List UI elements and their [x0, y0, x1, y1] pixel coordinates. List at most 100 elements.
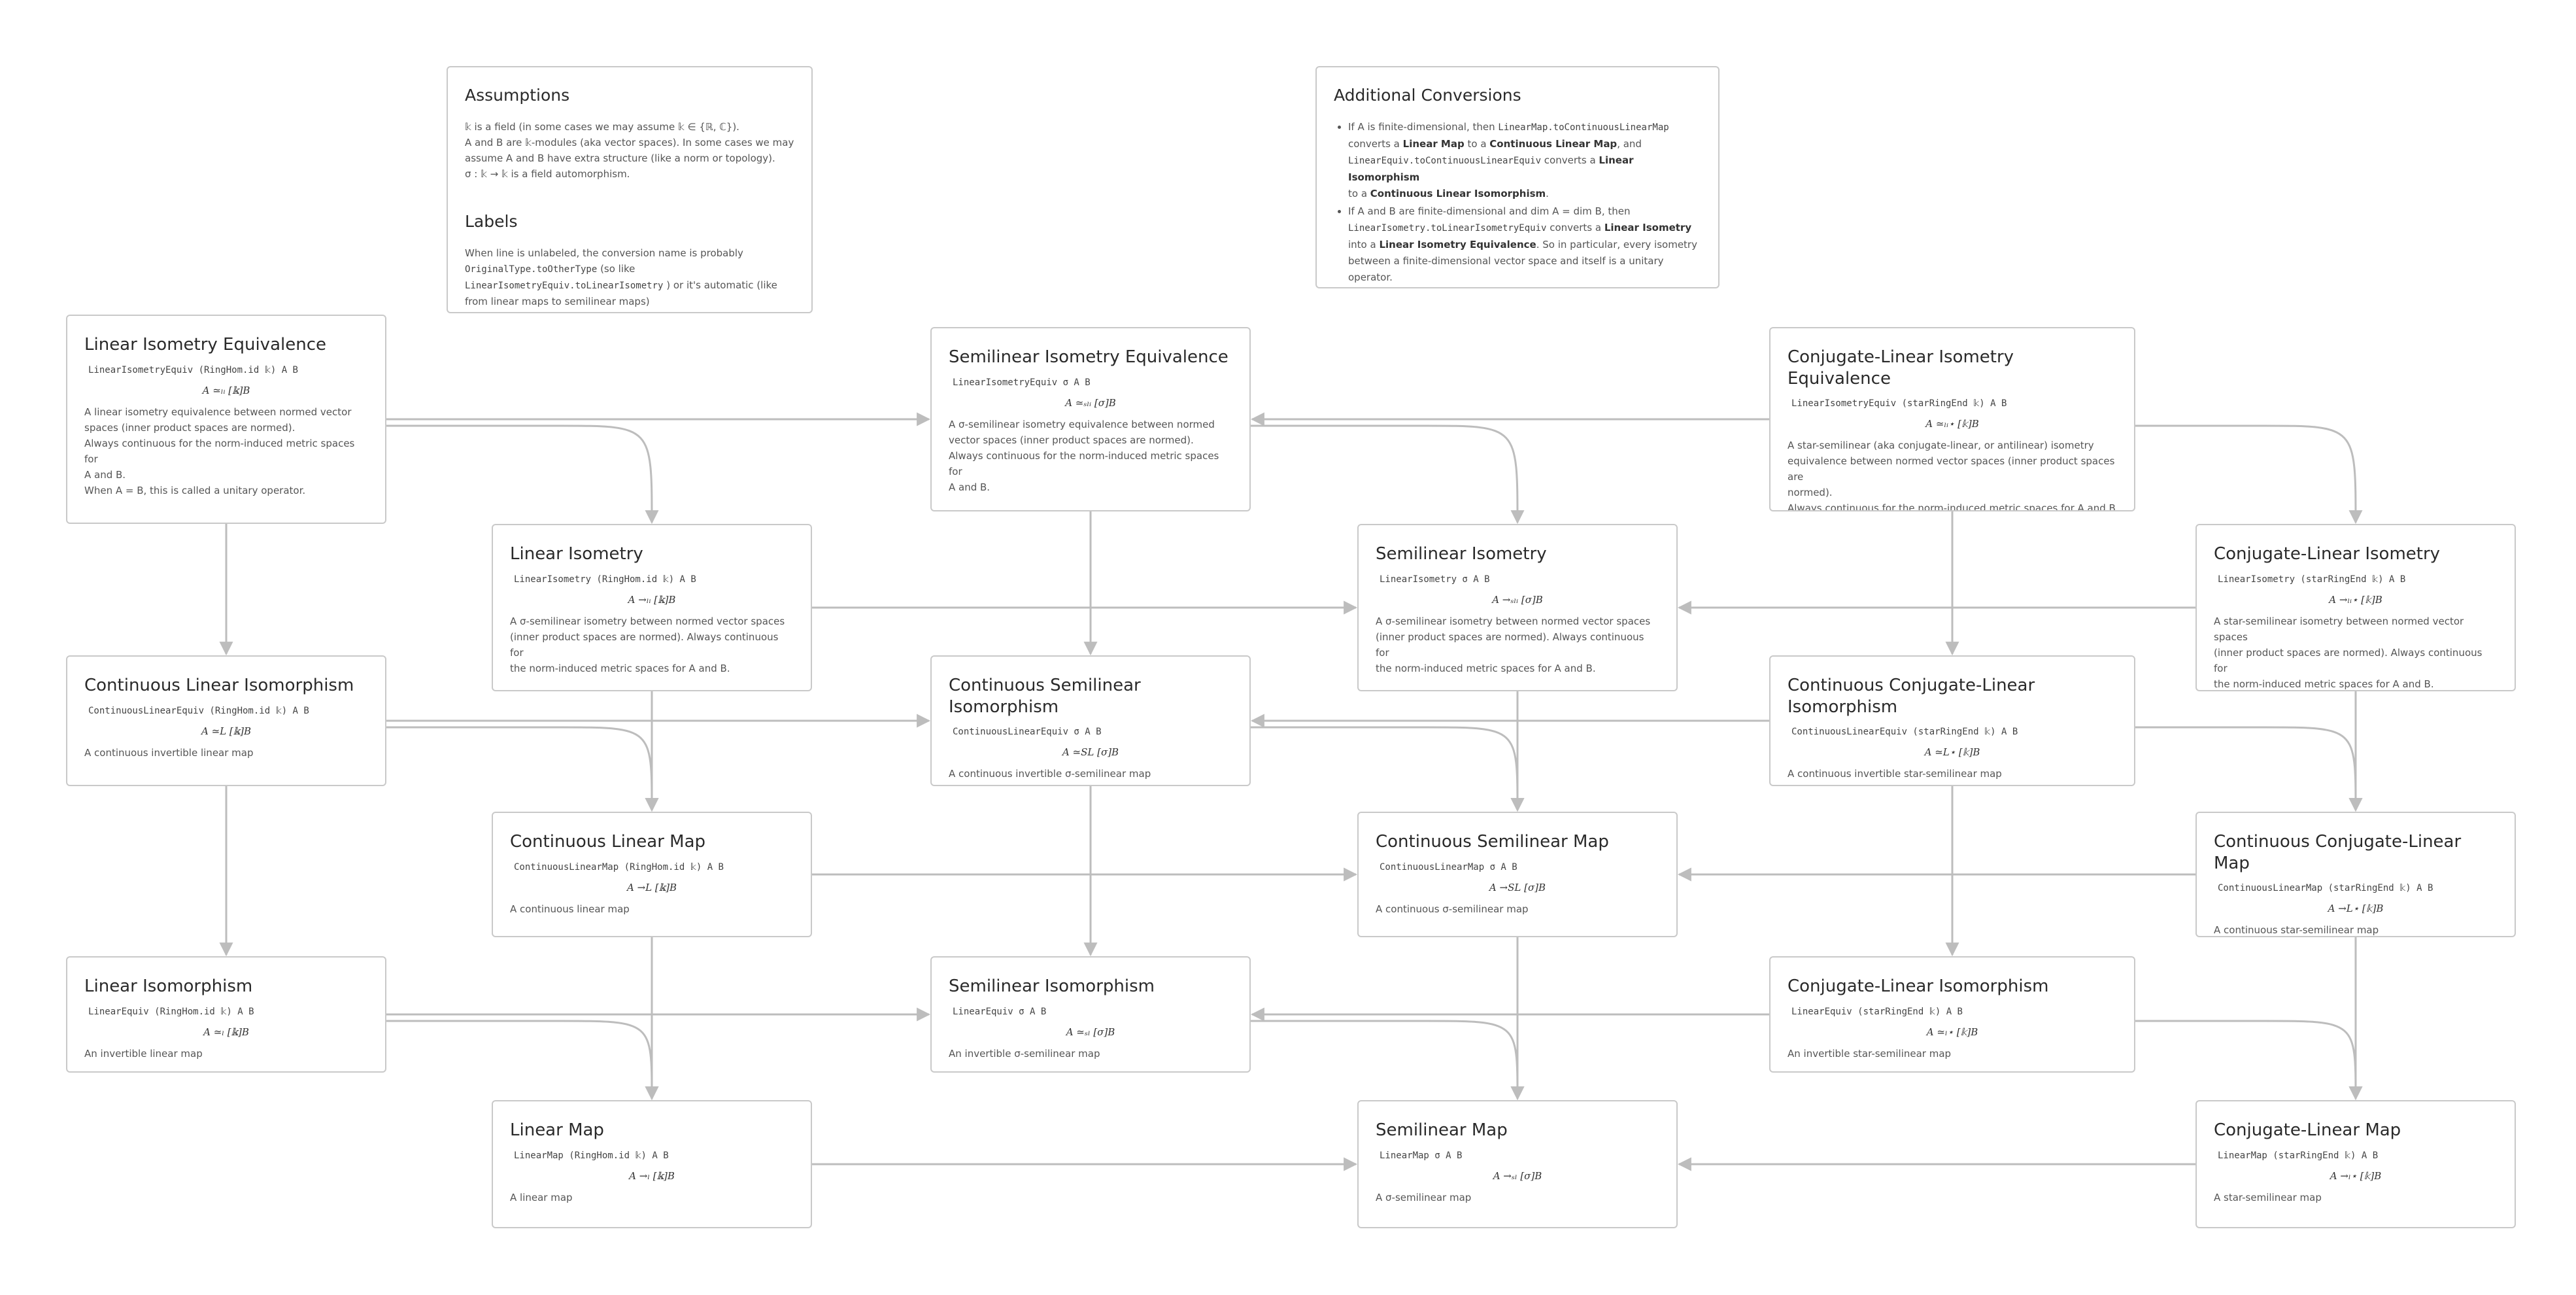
node-description: A σ-semilinear isometry between normed v… — [1376, 613, 1659, 676]
node-title: Conjugate-Linear Map — [2214, 1120, 2401, 1140]
node-title: Continuous Linear Map — [510, 832, 706, 852]
node-notation: A ≃L⋆ [𝕜]B — [1924, 746, 1980, 758]
node-description-line: Always continuous for the norm-induced m… — [949, 449, 1219, 477]
node-description-line: When A = B, this is called a unitary ope… — [84, 484, 306, 496]
edge-liso-to-lm — [386, 1020, 659, 1101]
text: , and — [1617, 138, 1642, 150]
text: between a finite-dimensional vector spac… — [1348, 255, 1664, 283]
node-description: A star-semilinear map — [2214, 1190, 2498, 1205]
node-description-line: equivalence between normed vector spaces… — [1788, 455, 2115, 483]
labels-text: ) or it's automatic (like — [663, 279, 777, 291]
node-lean-type: ContinuousLinearEquiv (starRingEnd 𝕜) A … — [1791, 727, 2018, 737]
node-lean-type: LinearIsometryEquiv (RingHom.id 𝕜) A B — [88, 364, 298, 375]
node-description-line: A continuous invertible star-semilinear … — [1788, 768, 2002, 780]
node-description-line: A σ-semilinear isometry equivalence betw… — [949, 418, 1215, 430]
node-description: A σ-semilinear isometry equivalence betw… — [949, 417, 1232, 495]
node-title: Continuous Conjugate-Linear Isomorphism — [1788, 676, 2035, 717]
node-description-line: A star-semilinear isometry between norme… — [2214, 615, 2464, 643]
node-description: A continuous invertible σ-semilinear map — [949, 766, 1232, 782]
node-lean-type: LinearIsometryEquiv (starRingEnd 𝕜) A B — [1791, 398, 2007, 409]
text: to a — [1348, 188, 1370, 199]
node-notation: A →ₗᵢ⋆ [𝕜]B — [2329, 593, 2382, 606]
node-notation: A ≃SL [σ]B — [1062, 746, 1119, 758]
node-title: Semilinear Isometry — [1376, 544, 1547, 564]
node-notation: A →SL [σ]B — [1489, 881, 1546, 893]
labels-code: OriginalType.toOtherType — [465, 264, 598, 275]
assumption-line: 𝕜 is a field (in some cases we may assum… — [465, 121, 739, 133]
node-notation: A ≃ₛₗᵢ [σ]B — [1065, 396, 1116, 409]
node-notation: A ≃ₛₗ [σ]B — [1066, 1026, 1115, 1038]
node-title: Continuous Semilinear Map — [1376, 832, 1609, 852]
labels-title: Labels — [465, 212, 518, 231]
node-description: A σ-semilinear map — [1376, 1190, 1659, 1205]
conversion-item: If A and B are finite-dimensional and di… — [1348, 203, 1701, 286]
node-lean-type: LinearMap (RingHom.id 𝕜) A B — [514, 1150, 669, 1161]
node-description: A linear isometry equivalence between no… — [84, 404, 368, 498]
assumption-line: assume A and B have extra structure (lik… — [465, 152, 775, 164]
node-lean-type: LinearIsometry (starRingEnd 𝕜) A B — [2218, 574, 2406, 585]
node-description-line: An invertible σ-semilinear map — [949, 1047, 1100, 1060]
conversion-item: If A is finite-dimensional, then LinearM… — [1348, 119, 1701, 202]
text: into a — [1348, 239, 1380, 250]
bold-term: Continuous Linear Map — [1489, 138, 1618, 150]
labels-line: from linear maps to semilinear maps) — [465, 296, 650, 307]
node-title: Linear Isometry Equivalence — [84, 335, 326, 354]
node-title: Semilinear Map — [1376, 1120, 1508, 1140]
node-description-line: A star-semilinear map — [2214, 1191, 2322, 1203]
node-lean-type: ContinuousLinearEquiv (RingHom.id 𝕜) A B — [88, 705, 309, 716]
assumptions-panel: Assumptions 𝕜 is a field (in some cases … — [447, 66, 813, 313]
node-title: Semilinear Isomorphism — [949, 976, 1155, 996]
text: . — [1546, 188, 1549, 199]
node-description-line: Always continuous for the norm-induced m… — [84, 437, 355, 465]
edge-clie-to-cli — [2135, 424, 2363, 525]
node-description-line: Always continuous for the norm-induced m… — [1788, 502, 2116, 511]
labels-line: When line is unlabeled, the conversion n… — [465, 247, 743, 259]
text: to a — [1464, 138, 1490, 150]
node-description-line: spaces (inner product spaces are normed)… — [84, 421, 296, 434]
edge-csiso-to-csm — [1251, 726, 1525, 812]
bold-term: Linear Isometry — [1604, 222, 1692, 233]
node-notation: A →L [𝕜]B — [626, 881, 677, 893]
node-description-line: A σ-semilinear map — [1376, 1191, 1472, 1203]
node-notation: A →ₗ⋆ [𝕜]B — [2330, 1169, 2382, 1182]
node-description-line: A star-semilinear (aka conjugate-linear,… — [1788, 440, 2094, 451]
code: LinearEquiv.toContinuousLinearEquiv — [1348, 156, 1542, 166]
node-description: An invertible star-semilinear map — [1788, 1046, 2117, 1062]
node-description-line: An invertible linear map — [84, 1047, 203, 1060]
node-title: Continuous Linear Isomorphism — [84, 676, 354, 695]
edge-siso-to-sm — [1251, 1020, 1525, 1101]
bold-term: Linear Map — [1402, 138, 1465, 150]
assumptions-title: Assumptions — [465, 86, 570, 105]
node-notation: A ≃ₗ [𝕜]B — [203, 1026, 249, 1038]
node-description-line: the norm-induced metric spaces for A and… — [510, 662, 730, 674]
node-description: A continuous σ-semilinear map — [1376, 901, 1659, 917]
conversions-title: Additional Conversions — [1334, 86, 1521, 105]
assumption-line: A and B are 𝕜-modules (aka vector spaces… — [465, 137, 794, 148]
code: LinearIsometry.toLinearIsometryEquiv — [1348, 223, 1547, 233]
node-notation: A →L⋆ [𝕜]B — [2328, 903, 2384, 914]
node-lean-type: LinearIsometry (RingHom.id 𝕜) A B — [514, 574, 696, 585]
node-notation: A ≃ₗ⋆ [𝕜]B — [1926, 1026, 1978, 1038]
node-description-line: A and B. — [949, 481, 991, 493]
node-description-line: A linear isometry equivalence between no… — [84, 406, 352, 418]
text: converts a — [1541, 154, 1599, 166]
node-lean-type: ContinuousLinearMap (starRingEnd 𝕜) A B — [2218, 883, 2433, 893]
